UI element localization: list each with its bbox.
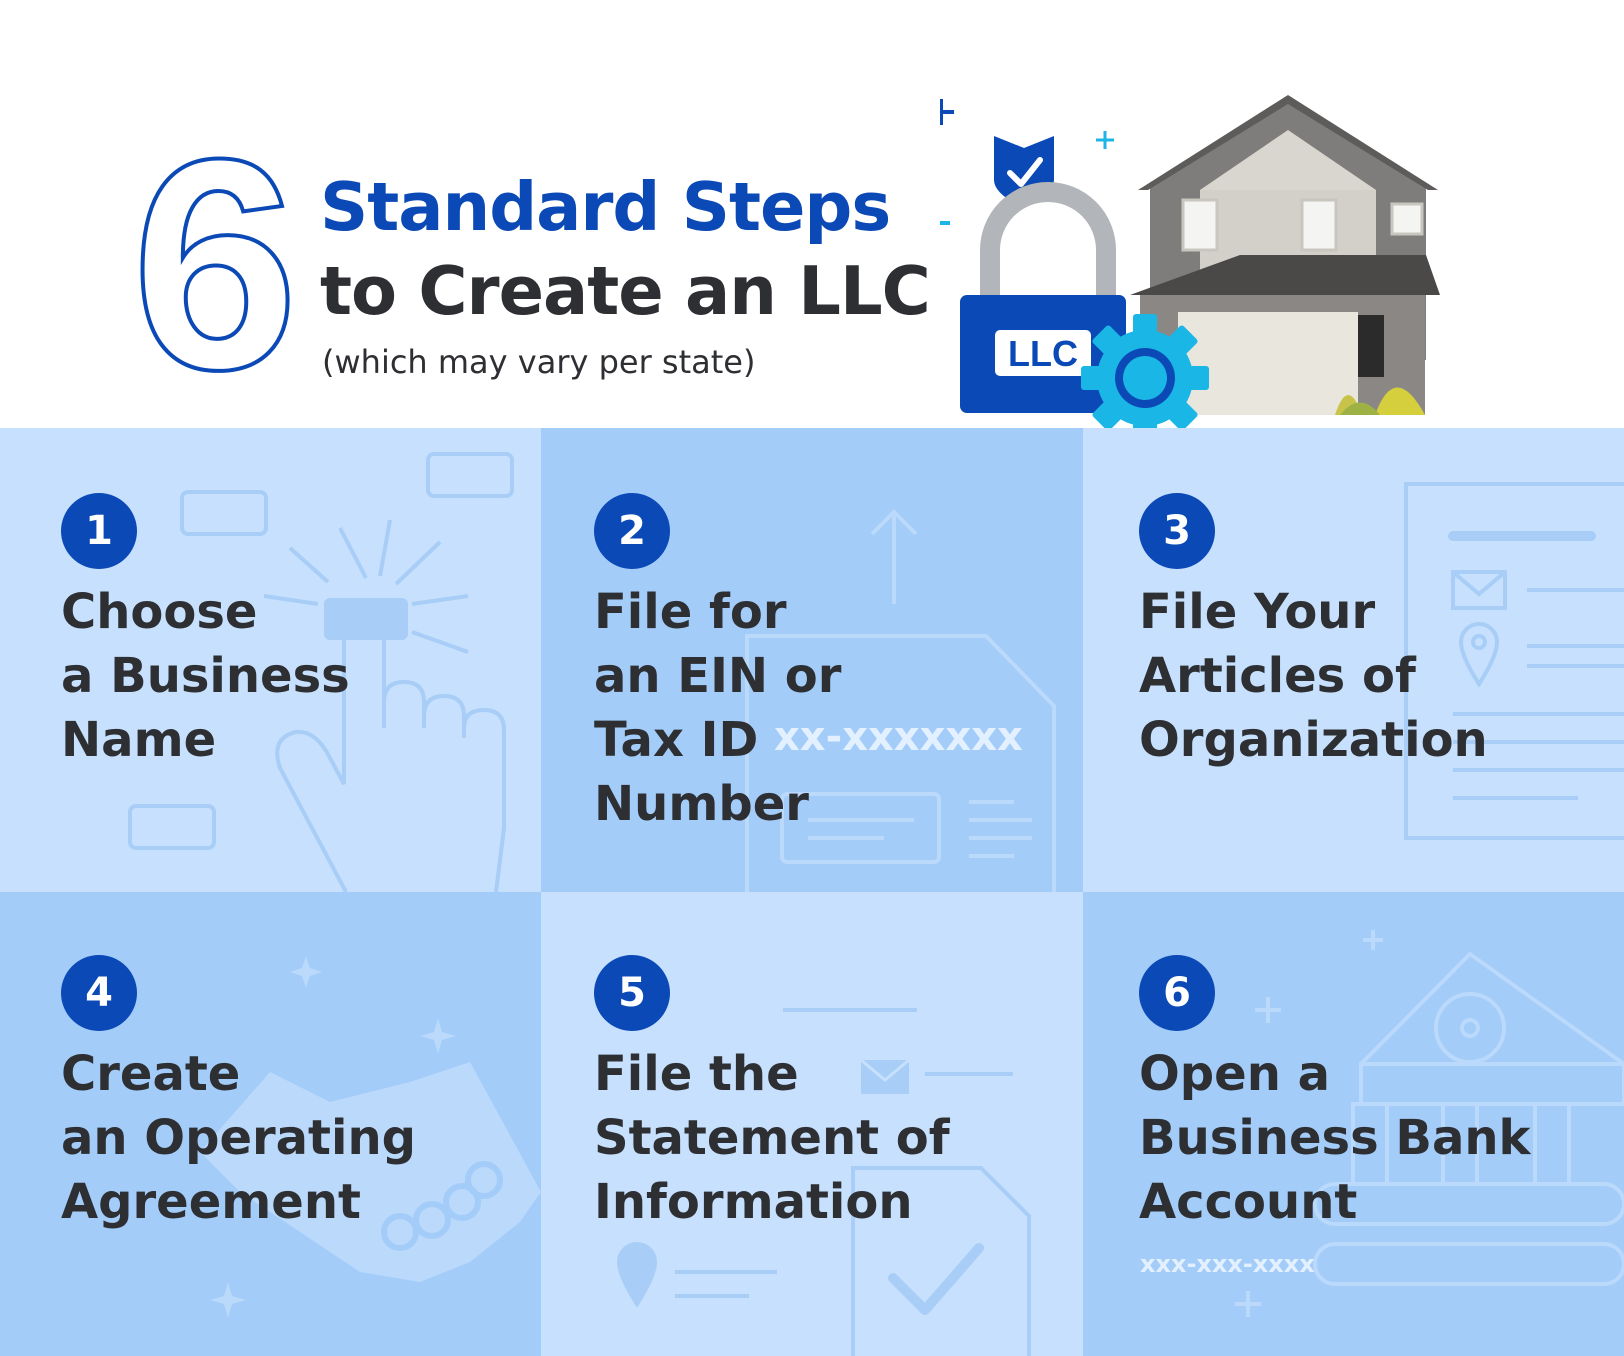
step-number-badge: 5 [594, 955, 670, 1031]
step-number-badge: 2 [594, 493, 670, 569]
step-title: File the Statement of Information [594, 1046, 950, 1230]
step-number-badge: 1 [61, 493, 137, 569]
plus-sparkle-icon [940, 221, 950, 225]
pointing-hand-icon [128, 452, 514, 892]
step-number-badge: 4 [61, 955, 137, 1031]
handshake-icon [200, 956, 541, 1318]
step-number-badge: 3 [1139, 493, 1215, 569]
gear-icon [1081, 314, 1209, 442]
step-card-1: 1 Choose a Business Name [0, 428, 541, 892]
step-card-4: 4 Create an Operating Agreement [0, 892, 541, 1356]
house-photo [1130, 95, 1440, 415]
plus-sparkle-icon [1096, 131, 1114, 149]
big-six-outline: 6 [130, 150, 301, 390]
step-number-badge: 6 [1139, 955, 1215, 1031]
step-title: File Your Articles of Organization [1139, 584, 1488, 768]
account-number-placeholder: xxx-xxx-xxxx [1140, 1250, 1315, 1278]
svg-text:6: 6 [132, 150, 299, 390]
step-card-2: xx-xxxxxxx 2 File for an EIN or Tax ID N… [541, 428, 1083, 892]
step-card-5: 5 File the Statement of Information [541, 892, 1083, 1356]
padlock-icon: LLC [960, 182, 1126, 413]
articles-document-icon [1404, 482, 1624, 840]
step-card-3: 3 File Your Articles of Organization [1083, 428, 1624, 892]
title-line-2: to Create an LLC [320, 252, 931, 330]
bank-icon [1235, 930, 1624, 1317]
step-card-6: xxx-xxx-xxxx 6 Open a Business Bank Acco… [1083, 892, 1624, 1356]
tax-document-icon [745, 509, 1056, 892]
step-title: Open a Business Bank Account [1139, 1046, 1531, 1230]
step-title: Choose a Business Name [61, 584, 350, 768]
statement-document-icon [616, 1008, 1031, 1356]
step-title: File for an EIN or Tax ID Number [594, 584, 842, 832]
plus-sparkle-icon [940, 99, 954, 125]
svg-text:LLC: LLC [1008, 333, 1078, 374]
hero-illustration: LLC [940, 95, 1440, 442]
step-title: Create an Operating Agreement [61, 1046, 416, 1230]
title-line-1: Standard Steps [320, 168, 891, 246]
ein-placeholder-text: xx-xxxxxxx [774, 714, 1023, 760]
subtitle: (which may vary per state) [322, 343, 756, 381]
